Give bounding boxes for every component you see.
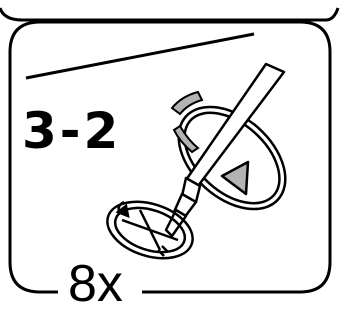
repeat-count-label: 8x (64, 258, 127, 310)
rotation-band (172, 92, 202, 114)
rotation-arrow-icon (222, 162, 248, 194)
screwdriver (166, 64, 284, 236)
reference-line (26, 34, 254, 78)
step-number-label: 3-2 (22, 106, 121, 156)
previous-panel-edge (0, 8, 338, 20)
